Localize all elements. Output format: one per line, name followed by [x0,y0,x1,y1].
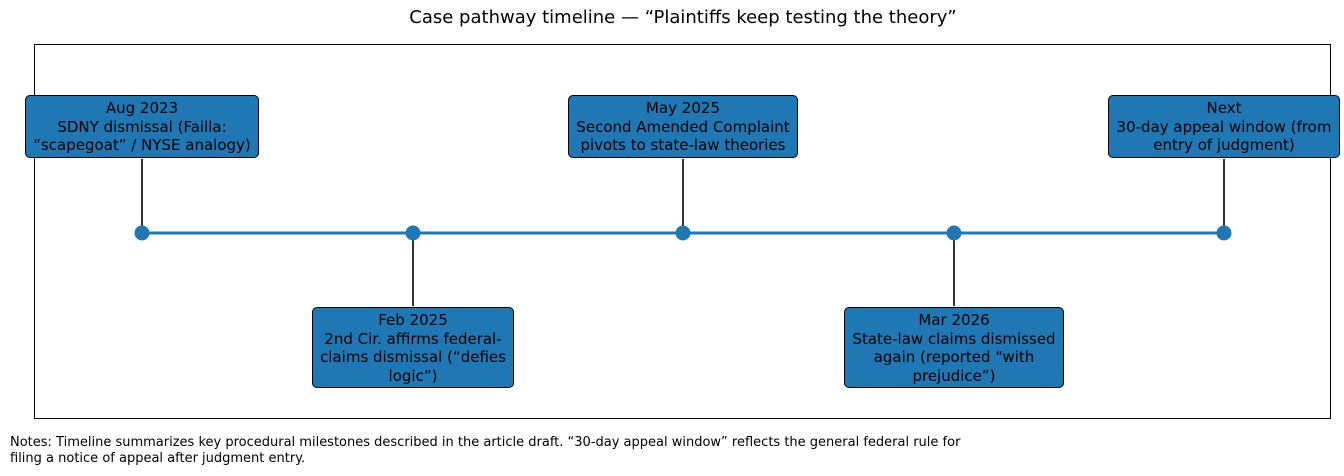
event-description-line: SDNY dismissal (Failla: [57,117,227,136]
event-date: Next [1206,99,1242,117]
event-marker [946,225,962,241]
event-date: May 2025 [646,99,720,117]
event-description-line: entry of judgment) [1153,136,1295,154]
event-marker [405,225,421,241]
event-date: Mar 2026 [918,311,990,329]
event-description-line: 2nd Cir. affirms federal- [324,329,502,348]
event-date: Aug 2023 [105,99,179,117]
event-box-aug-2023: Aug 2023 SDNY dismissal (Failla: “scapeg… [25,95,259,158]
event-date: Feb 2025 [378,311,448,329]
event-stems [141,159,1225,306]
event-description-line: logic”) [388,366,438,385]
event-description-line: prejudice”) [912,366,996,385]
diagram-notes: Notes: Timeline summarizes key procedura… [10,435,1330,466]
event-marker [134,225,150,241]
event-box-mar-2026: Mar 2026 State-law claims dismissed agai… [844,307,1064,388]
event-box-next: Next 30-day appeal window (from entry of… [1108,95,1340,158]
event-description-line: again (reported “with [873,348,1035,366]
event-box-feb-2025: Feb 2025 2nd Cir. affirms federal- claim… [312,307,514,388]
event-description-line: 30-day appeal window (from [1116,117,1332,136]
event-description-line: State-law claims dismissed [852,329,1056,348]
notes-line: Notes: Timeline summarizes key procedura… [10,435,961,450]
event-marker [675,225,691,241]
event-box-may-2025: May 2025 Second Amended Complaint pivots… [568,95,798,158]
event-description-line: pivots to state-law theories [580,136,786,154]
event-marker [1216,225,1232,241]
event-description-line: claims dismissal (“defies [320,348,506,366]
notes-line: filing a notice of appeal after judgment… [10,450,306,466]
event-description-line: “scapegoat” / NYSE analogy) [33,136,251,154]
diagram-title: Case pathway timeline — “Plaintiffs keep… [409,7,957,28]
event-description-line: Second Amended Complaint [576,117,790,136]
diagram-frame [34,44,1331,419]
event-markers [134,225,1232,241]
